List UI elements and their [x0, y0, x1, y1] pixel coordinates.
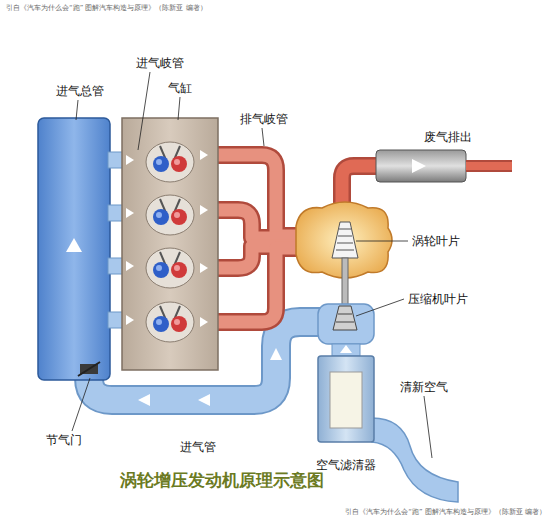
part-label: 涡轮叶片 [412, 234, 460, 248]
part-label: 进气岐管 [136, 56, 184, 70]
part-label: 进气总管 [56, 84, 104, 98]
part-label: 气缸 [168, 81, 192, 95]
part-label: 排气岐管 [240, 112, 288, 126]
source-note: 引自《汽车为什么会“跑” 图解汽车构造与原理》（陈新亚 编著） [6, 4, 207, 13]
source-note: 引自《汽车为什么会“跑” 图解汽车构造与原理》（陈新亚 编著） [345, 508, 546, 517]
part-label: 压缩机叶片 [408, 292, 468, 306]
flow-label: 废气排出 [424, 130, 472, 144]
part-label: 进气管 [180, 440, 216, 454]
part-label: 空气滤清器 [316, 458, 376, 472]
flow-label: 清新空气 [400, 380, 448, 394]
part-label: 节气门 [46, 433, 82, 447]
diagram-title: 涡轮增压发动机原理示意图 [120, 470, 324, 490]
